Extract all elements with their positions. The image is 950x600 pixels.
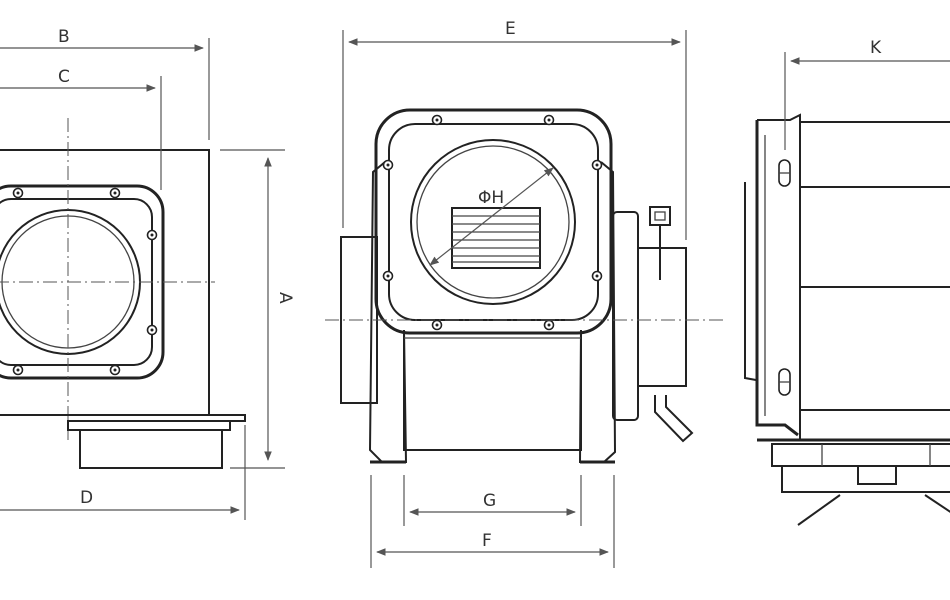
dim-label-e: E xyxy=(505,19,516,39)
dim-label-a: A xyxy=(275,292,295,304)
dim-label-k: K xyxy=(870,38,882,58)
dim-label-f: F xyxy=(482,531,492,551)
dim-label-c: C xyxy=(58,67,70,87)
front-view: E ΦH G F xyxy=(325,19,725,568)
dim-label-b: B xyxy=(58,27,70,47)
flange-bolts-front xyxy=(382,114,603,331)
dim-label-h: ΦH xyxy=(478,188,504,208)
mounting-slots xyxy=(778,159,791,396)
side-view: K xyxy=(744,38,950,526)
dim-label-d: D xyxy=(80,488,93,508)
flange-bolts-left xyxy=(12,187,158,376)
dim-label-g: G xyxy=(483,491,496,511)
inlet-side-view: B C D A xyxy=(0,27,295,520)
